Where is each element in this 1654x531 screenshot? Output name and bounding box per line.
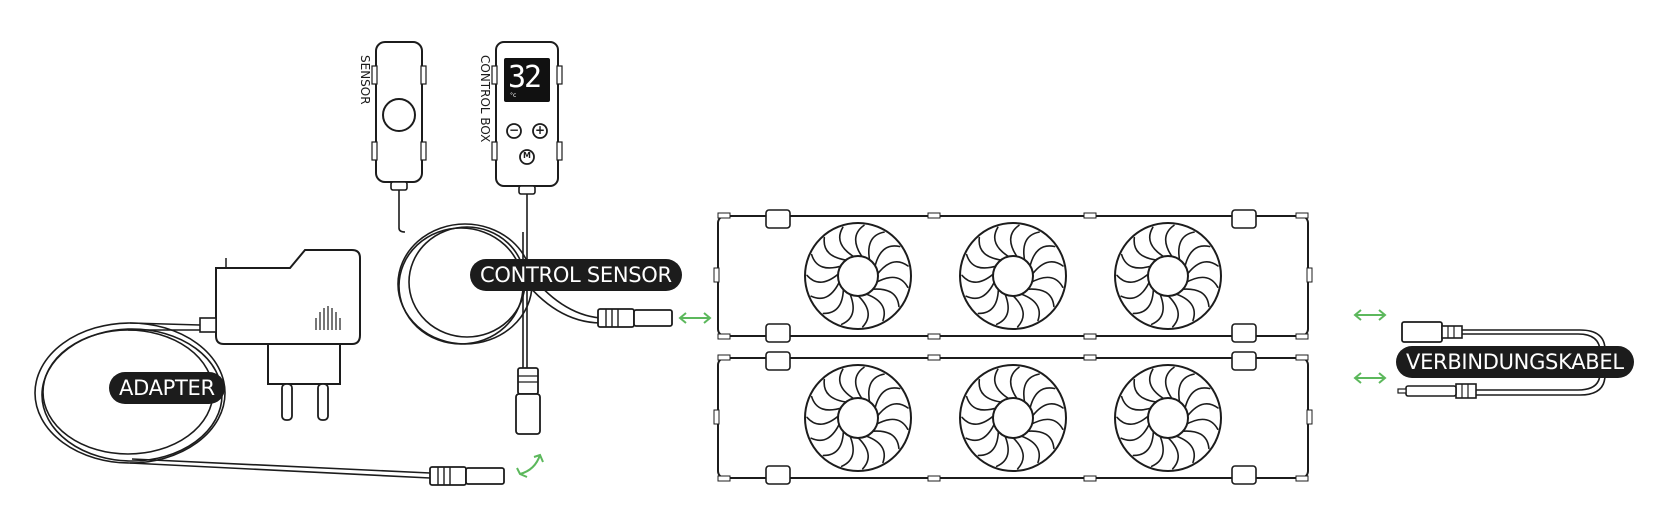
control-box-label: CONTROL BOX <box>478 55 492 143</box>
double-arrow-icon <box>1354 372 1386 384</box>
double-arrow-icon <box>679 312 711 324</box>
connect-arrow-icon <box>516 453 544 478</box>
fan-panel-icon <box>714 352 1312 484</box>
temperature-unit: °c <box>510 92 517 99</box>
mode-button-glyph: M <box>523 151 531 160</box>
sensor-label: SENSOR <box>358 55 372 105</box>
control-box-icon <box>491 41 563 195</box>
minus-button <box>506 123 522 139</box>
double-arrow-icon <box>1354 309 1386 321</box>
adapter-cable-coil <box>34 322 431 479</box>
plug-adapter-icon <box>199 249 361 421</box>
adapter-label: ADAPTER <box>109 372 225 404</box>
dc-plug-icon <box>429 466 505 486</box>
sensor-icon <box>371 41 427 191</box>
plus-button-glyph: + <box>534 123 546 137</box>
minus-button-glyph: − <box>508 123 520 137</box>
display-screen <box>504 58 550 102</box>
dc-plug-icon <box>597 308 673 328</box>
mode-button <box>519 149 535 165</box>
verbindungskabel-label: VERBINDUNGSKABEL <box>1396 346 1634 378</box>
control-sensor-label: CONTROL SENSOR <box>470 259 682 291</box>
plus-button <box>532 123 548 139</box>
fan-panel-icon <box>714 210 1312 342</box>
temperature-display: 32 <box>508 60 542 95</box>
dc-jack-icon <box>515 367 541 435</box>
